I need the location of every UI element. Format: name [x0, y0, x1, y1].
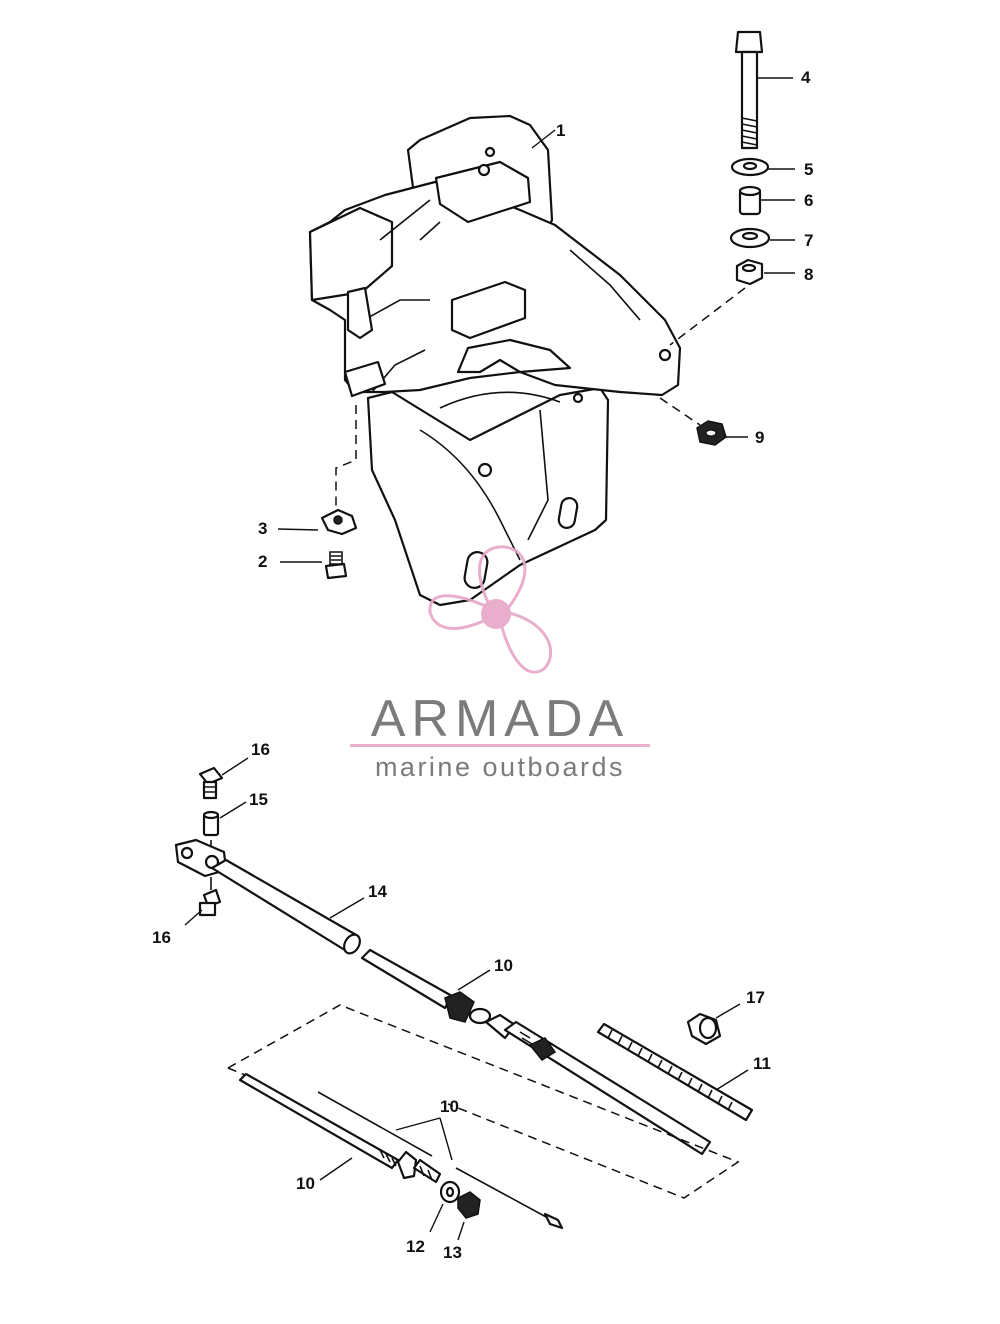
- kit-outline: [227, 1004, 740, 1199]
- watermark-subtitle: marine outboards: [375, 752, 625, 782]
- swivel-bracket: [308, 114, 682, 607]
- watermark-title: ARMADA: [371, 690, 629, 748]
- callout-17: 17: [746, 988, 765, 1007]
- callout-leaders: [184, 77, 795, 1241]
- callout-10-cable: 10: [494, 956, 513, 975]
- steering-cable: [360, 948, 712, 1156]
- callout-6: 6: [804, 191, 813, 210]
- callout-11: 11: [753, 1054, 771, 1073]
- callout-16-top: 16: [251, 740, 270, 759]
- callout-13: 13: [443, 1243, 462, 1262]
- callout-14: 14: [368, 882, 387, 901]
- callout-5: 5: [804, 160, 813, 179]
- callout-4: 4: [801, 68, 811, 87]
- bolt-hardware-stack: [659, 30, 771, 446]
- steering-tube-assembly: [174, 766, 361, 955]
- callout-1: 1: [556, 121, 565, 140]
- propeller-logo-icon: [428, 545, 553, 674]
- callout-7: 7: [804, 231, 813, 250]
- callout-3: 3: [258, 519, 267, 538]
- armada-watermark: ARMADA marine outboards: [350, 545, 650, 782]
- callout-2: 2: [258, 552, 267, 571]
- callout-labels: 1 4 5 6 7 8 9 3 2 16 15 16 14 10 17 11 1…: [152, 68, 813, 1262]
- callout-16-bottom: 16: [152, 928, 171, 947]
- callout-12: 12: [406, 1237, 425, 1256]
- callout-8: 8: [804, 265, 813, 284]
- threaded-rod-and-bushing: [596, 1012, 754, 1122]
- watermark-divider: [350, 744, 650, 747]
- cable-kit: [238, 1072, 564, 1230]
- callout-15: 15: [249, 790, 268, 809]
- callout-10-rod: 10: [296, 1174, 315, 1193]
- callout-9: 9: [755, 428, 764, 447]
- left-hardware: [320, 405, 358, 580]
- callout-10-kit: 10: [440, 1097, 459, 1116]
